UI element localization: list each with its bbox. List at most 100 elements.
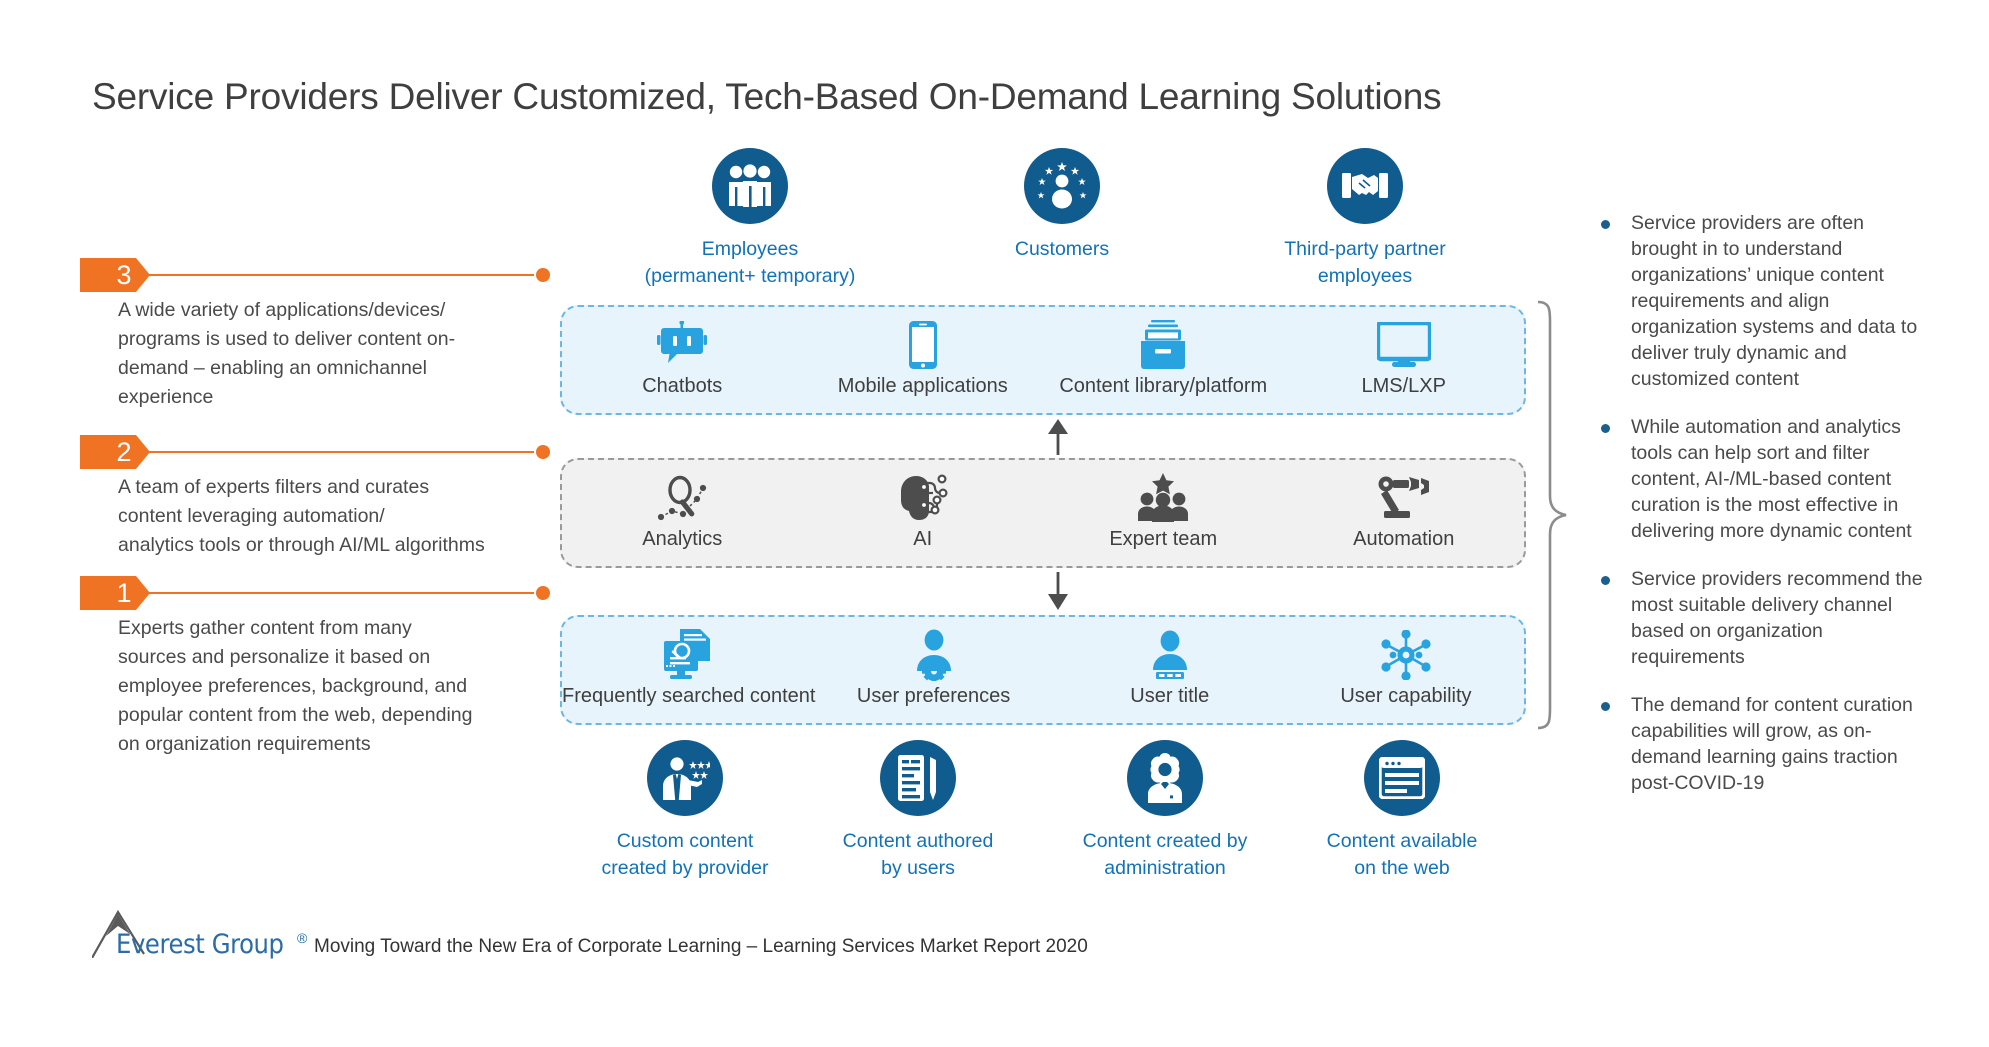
step-3-header: 3 — [80, 258, 550, 292]
cell-lms-lxp: LMS/LXP — [1284, 307, 1525, 398]
source-custom-content-label: Custom content created by provider — [601, 830, 769, 879]
admin-gear-person-icon — [1127, 740, 1203, 816]
source-content-admin: Content created by administration — [1040, 740, 1290, 882]
step-1-header: 1 — [80, 576, 550, 610]
everest-group-wordmark: Everest Group — [116, 929, 284, 960]
cell-analytics-label: Analytics — [642, 528, 723, 550]
cell-chatbots-label: Chatbots — [642, 375, 723, 397]
user-gear-icon — [816, 629, 1052, 681]
persona-thirdparty-label: Third-party partner employees — [1284, 238, 1446, 287]
file-drawer-icon — [1043, 319, 1284, 371]
arrow-up-icon — [1046, 419, 1070, 455]
insight-text: Service providers recommend the most sui… — [1631, 568, 1923, 668]
cell-automation: Automation — [1284, 460, 1525, 551]
cell-user-preferences: User preferences — [816, 617, 1052, 708]
cell-analytics: Analytics — [562, 460, 803, 551]
user-badge-icon — [1052, 629, 1288, 681]
persona-customers: Customers — [932, 148, 1192, 263]
cell-chatbots: Chatbots — [562, 307, 803, 398]
arrow-down-icon — [1046, 572, 1070, 610]
browser-window-icon — [1364, 740, 1440, 816]
bullet-icon — [1601, 424, 1610, 433]
document-pencil-icon — [880, 740, 956, 816]
bullet-icon — [1601, 576, 1610, 585]
magnifier-analytics-icon — [562, 472, 803, 524]
grouping-brace — [1534, 300, 1570, 730]
registered-mark: ® — [297, 930, 308, 946]
insight-text: Service providers are often brought in t… — [1631, 212, 1918, 390]
cell-ai: AI — [803, 460, 1044, 551]
customer-stars-icon — [1024, 148, 1100, 224]
panel-curation-tools: Analytics — [560, 458, 1526, 568]
insight-item: Service providers are often brought in t… — [1595, 210, 1925, 392]
everest-group-logo: Everest Group ® — [92, 908, 307, 960]
footer-caption: Moving Toward the New Era of Corporate L… — [314, 936, 1088, 957]
bullet-icon — [1601, 702, 1610, 711]
cell-expert-team: Expert team — [1043, 460, 1284, 551]
insights-list: Service providers are often brought in t… — [1595, 210, 1925, 818]
cell-lms-lxp-label: LMS/LXP — [1361, 375, 1446, 397]
cell-user-preferences-label: User preferences — [856, 685, 1011, 707]
step-3-endpoint-dot — [536, 268, 550, 282]
step-item-2: 2 A team of experts filters and curates … — [80, 435, 550, 560]
source-content-web: Content available on the web — [1277, 740, 1527, 882]
cell-user-capability-label: User capability — [1340, 685, 1472, 707]
persona-employees: Employees (permanent+ temporary) — [620, 148, 880, 290]
insight-text: While automation and analytics tools can… — [1631, 416, 1912, 542]
step-1-text: Experts gather content from many sources… — [118, 617, 473, 755]
panel-delivery-channels: Chatbots Mobile applications — [560, 305, 1526, 415]
step-item-3: 3 A wide variety of applications/devices… — [80, 258, 550, 412]
expert-team-icon — [1043, 472, 1284, 524]
document-search-icon — [562, 629, 816, 681]
source-custom-content: Custom content created by provider — [560, 740, 810, 882]
step-2-line — [148, 451, 534, 453]
cell-mobile-applications: Mobile applications — [803, 307, 1044, 398]
cell-ai-label: AI — [913, 528, 933, 550]
source-content-web-label: Content available on the web — [1326, 830, 1478, 879]
network-nodes-icon — [1288, 629, 1524, 681]
cell-content-library: Content library/platform — [1043, 307, 1284, 398]
cell-user-capability: User capability — [1288, 617, 1524, 708]
people-group-icon — [712, 148, 788, 224]
step-2-text: A team of experts filters and curates co… — [118, 476, 485, 556]
cell-user-title-label: User title — [1130, 685, 1210, 707]
persona-thirdparty: Third-party partner employees — [1235, 148, 1495, 290]
ai-brain-icon — [803, 472, 1044, 524]
step-2-number: 2 — [80, 435, 150, 469]
cell-automation-label: Automation — [1353, 528, 1455, 550]
insight-item: While automation and analytics tools can… — [1595, 414, 1925, 544]
step-1-endpoint-dot — [536, 586, 550, 600]
persona-customers-label: Customers — [1014, 238, 1110, 260]
source-content-authored-label: Content authored by users — [842, 830, 994, 879]
footer: Everest Group ® Moving Toward the New Er… — [92, 908, 1088, 960]
page-title: Service Providers Deliver Customized, Te… — [92, 76, 1442, 117]
cell-expert-team-label: Expert team — [1109, 528, 1218, 550]
step-3-line — [148, 274, 534, 276]
cell-mobile-applications-label: Mobile applications — [837, 375, 1008, 397]
robot-arm-icon — [1284, 472, 1525, 524]
step-3-number: 3 — [80, 258, 150, 292]
cell-frequently-searched-content-label: Frequently searched content — [562, 685, 816, 707]
insight-text: The demand for content curation capabili… — [1631, 694, 1913, 794]
panel-personalization-signals: Frequently searched content User prefere… — [560, 615, 1526, 725]
handshake-icon — [1327, 148, 1403, 224]
step-2-header: 2 — [80, 435, 550, 469]
step-1-line — [148, 592, 534, 594]
insight-item: Service providers recommend the most sui… — [1595, 566, 1925, 670]
persona-employees-label: Employees (permanent+ temporary) — [644, 238, 856, 287]
step-1-number: 1 — [80, 576, 150, 610]
source-content-authored: Content authored by users — [793, 740, 1043, 882]
provider-presenter-icon — [647, 740, 723, 816]
cell-content-library-label: Content library/platform — [1059, 375, 1268, 397]
chatbot-icon — [562, 319, 803, 371]
source-content-admin-label: Content created by administration — [1082, 830, 1248, 879]
cell-user-title: User title — [1052, 617, 1288, 708]
cell-frequently-searched-content: Frequently searched content — [562, 617, 816, 708]
monitor-icon — [1284, 319, 1525, 371]
bullet-icon — [1601, 220, 1610, 229]
step-2-endpoint-dot — [536, 445, 550, 459]
mountain-peak-icon — [92, 909, 145, 958]
mobile-phone-icon — [803, 319, 1044, 371]
step-3-text: A wide variety of applications/devices/ … — [118, 299, 456, 408]
step-item-1: 1 Experts gather content from many sourc… — [80, 576, 550, 759]
